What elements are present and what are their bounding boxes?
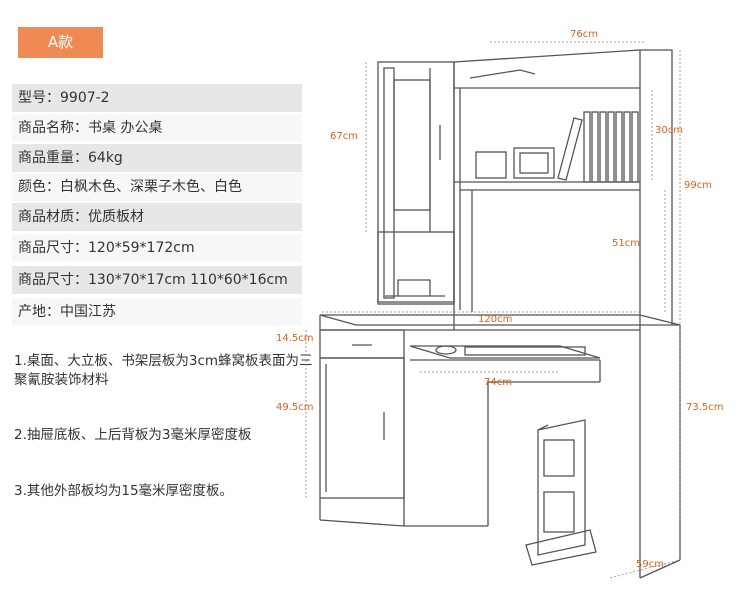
dim-upper-total: 99cm [684,180,712,191]
spec-label: 商品尺寸： [18,272,88,288]
spec-label: 商品名称： [18,120,88,136]
spec-label: 商品尺寸： [18,240,88,256]
spec-label: 颜色： [18,179,60,195]
spec-row-size: 商品尺寸：120*59*172cm [12,234,302,262]
spec-value: 64kg [88,150,123,166]
desk-line-art [319,49,681,579]
dim-shelf-height: 30cm [655,125,683,136]
note-3: 3.其他外部板均为15毫米厚密度板。 [14,483,234,499]
spec-value: 130*70*17cm 110*60*16cm [88,272,288,288]
spec-label: 商品重量： [18,150,88,166]
spec-value: 中国江苏 [60,304,116,320]
spec-value: 120*59*172cm [88,240,195,256]
spec-label: 商品材质： [18,209,88,225]
spec-row-origin: 产地：中国江苏 [12,298,302,326]
spec-value: 优质板材 [88,209,144,225]
dim-drawer-height: 14.5cm [276,333,314,344]
dimension-guides [305,41,681,579]
note-2: 2.抽屉底板、上后背板为3毫米厚密度板 [14,427,252,443]
dim-desk-height: 73.5cm [686,402,724,413]
spec-value: 书桌 办公桌 [88,120,163,136]
dim-desk-width: 120cm [478,314,512,325]
dim-back-panel: 51cm [612,238,640,249]
dim-keyboard-width: 74cm [484,377,512,388]
note-1: 1.桌面、大立板、书架层板为3cm蜂窝板表面为三聚氰胺装饰材料 [14,353,313,388]
dim-top-width: 76cm [570,29,598,40]
spec-row-weight: 商品重量：64kg [12,144,302,172]
spec-row-material: 商品材质：优质板材 [12,203,302,231]
dimension-labels: 76cm 67cm 30cm 99cm 51cm 120cm 14.5cm 49… [276,29,724,570]
spec-value: 9907-2 [60,90,110,106]
spec-row-color: 颜色：白枫木色、深栗子木色、白色 [12,173,302,201]
spec-row-package-size: 商品尺寸：130*70*17cm 110*60*16cm [12,266,302,294]
spec-row-model: 型号：9907-2 [12,84,302,112]
spec-label: 型号： [18,90,60,106]
dim-depth: 59cm [636,559,664,570]
dim-left-height: 67cm [330,131,358,142]
dim-cabinet-height: 49.5cm [276,402,314,413]
spec-value: 白枫木色、深栗子木色、白色 [60,179,242,195]
variant-badge: A款 [18,27,103,58]
spec-label: 产地： [18,304,60,320]
spec-row-name: 商品名称：书桌 办公桌 [12,114,302,142]
